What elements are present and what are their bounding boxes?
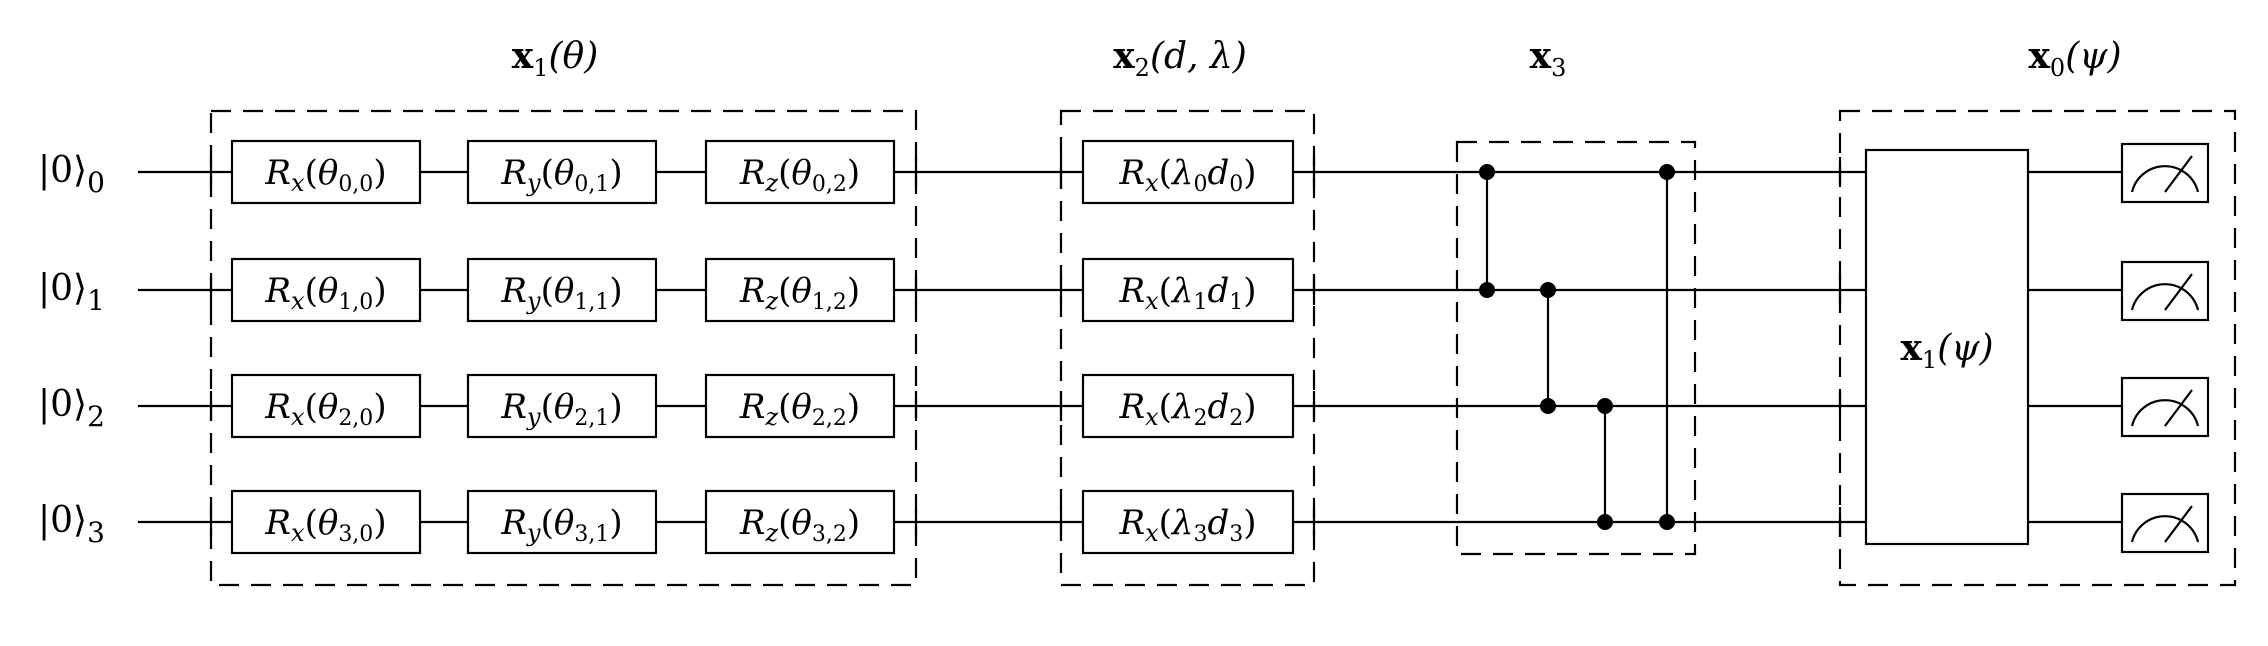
cz-1-2-dot-a	[1540, 282, 1556, 298]
qubit-label-0: |0⟩0	[38, 150, 105, 199]
gate-rx-theta-3-0: Rx(θ3,0)	[264, 503, 386, 547]
dashed-box-x0	[1838, 109, 2237, 587]
svg-text:|0⟩1: |0⟩1	[38, 268, 105, 317]
cz-2-3-dot-a	[1597, 398, 1613, 414]
svg-text:x2(d, λ): x2(d, λ)	[1113, 35, 1247, 82]
encoding-gate-boxes	[1081, 139, 1295, 555]
cz-0-3-dot-b	[1659, 514, 1675, 530]
svg-text:x0(ψ): x0(ψ)	[2028, 35, 2121, 82]
svg-text:x1(θ): x1(θ)	[512, 35, 599, 82]
cz-0-1-dot-b	[1479, 282, 1495, 298]
meter-icon	[2120, 142, 2210, 554]
cz-1-2-dot-b	[1540, 398, 1556, 414]
x1-psi-label: x1(ψ)	[1900, 327, 1993, 374]
meter-q1	[2120, 260, 2210, 322]
gate-ry-theta-0-1: Ry(θ0,1)	[500, 153, 622, 197]
x1-psi-block	[1864, 148, 2030, 546]
gate-rx-theta-0-0: Rx(θ0,0)	[264, 153, 386, 197]
meter-q2	[2120, 376, 2210, 438]
dashed-box-x3	[1455, 140, 1697, 556]
svg-text:|0⟩3: |0⟩3	[38, 500, 105, 549]
meter-q3	[2120, 492, 2210, 554]
barrier-ticks	[209, 157, 1842, 537]
svg-text:x3: x3	[1530, 35, 1567, 82]
gate-ry-theta-1-1: Ry(θ1,1)	[500, 271, 622, 315]
qubit-label-2: |0⟩2	[38, 384, 105, 433]
meter-q0	[2120, 142, 2210, 204]
block-label-x1-theta: x1(θ)	[512, 35, 599, 82]
cz-0-3-dot-a	[1659, 164, 1675, 180]
qubit-label-3: |0⟩3	[38, 500, 105, 549]
qubit-label-1: |0⟩1	[38, 268, 105, 317]
gate-rx-lambda2-d2: Rx(λ2d2)	[1118, 387, 1256, 431]
svg-text:|0⟩2: |0⟩2	[38, 384, 105, 433]
qubit-wires	[138, 170, 2122, 524]
block-label-x3: x3	[1530, 35, 1567, 82]
block-label-x0-psi: x0(ψ)	[2028, 35, 2121, 82]
dashed-box-x2	[1059, 109, 1316, 587]
cz-0-1-dot-a	[1479, 164, 1495, 180]
gate-ry-theta-3-1: Ry(θ3,1)	[500, 503, 622, 547]
dashed-box-x1	[209, 109, 918, 587]
cz-2-3-dot-b	[1597, 514, 1613, 530]
rotation-gate-boxes	[230, 139, 896, 555]
block-label-x2-d-lambda: x2(d, λ)	[1113, 35, 1247, 82]
gate-rx-lambda3-d3: Rx(λ3d3)	[1118, 503, 1256, 547]
svg-text:|0⟩0: |0⟩0	[38, 150, 105, 199]
entangler-cz-gates	[1479, 164, 1675, 530]
